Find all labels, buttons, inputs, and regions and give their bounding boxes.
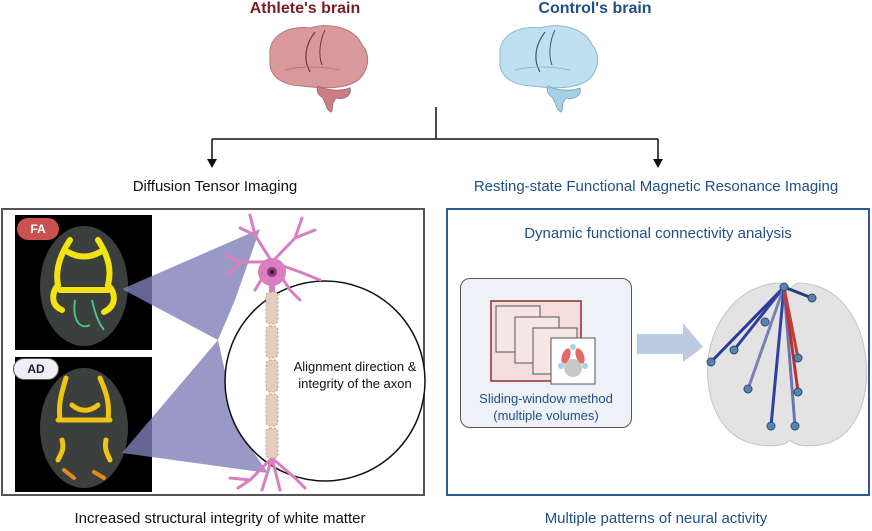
arrow-down-right-icon xyxy=(653,159,663,168)
connectivity-brain-icon xyxy=(706,282,868,447)
sliding-window-label: Sliding-window method (multiple volumes) xyxy=(460,390,632,424)
axon-description-line1: Alignment direction & xyxy=(293,359,417,374)
neuron-icon xyxy=(223,213,322,492)
athlete-brain-icon xyxy=(269,25,369,113)
dti-conclusion: Increased structural integrity of white … xyxy=(74,510,366,527)
ad-badge: AD xyxy=(13,358,59,380)
athlete-brain-label: Athlete's brain xyxy=(249,0,361,17)
arrow-right-icon xyxy=(637,323,703,362)
axon-myelin xyxy=(265,291,279,459)
control-brain-label: Control's brain xyxy=(538,0,652,17)
ad-brain-slice xyxy=(40,368,128,488)
rsfmri-conclusion: Multiple patterns of neural activity xyxy=(544,510,768,527)
fa-brain-slice xyxy=(40,226,128,346)
ad-projection xyxy=(122,340,268,473)
control-brain-icon xyxy=(499,25,599,113)
sliding-window-line1: Sliding-window method xyxy=(479,391,613,406)
rsfmri-title: Resting-state Functional Magnetic Resona… xyxy=(473,178,839,195)
axon-description-line2: integrity of the axon xyxy=(298,376,412,391)
sliding-window-frames-icon xyxy=(490,300,596,385)
axon-description: Alignment direction & integrity of the a… xyxy=(270,358,440,392)
fa-badge: FA xyxy=(17,218,59,240)
branch-connector xyxy=(207,107,663,168)
arrow-down-left-icon xyxy=(207,159,217,168)
dfc-analysis-title: Dynamic functional connectivity analysis xyxy=(524,225,792,242)
dti-title: Diffusion Tensor Imaging xyxy=(132,178,298,195)
sliding-window-line2: (multiple volumes) xyxy=(493,408,599,423)
